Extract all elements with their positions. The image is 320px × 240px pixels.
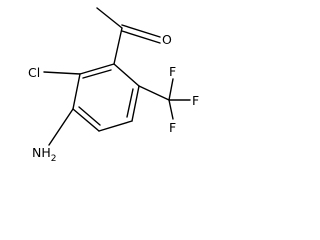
cf3-bond-ring xyxy=(138,85,170,101)
oxygen-label: O xyxy=(162,32,172,47)
amino-label-subscript: 2 xyxy=(51,154,57,164)
ring-bond-3-inner xyxy=(78,106,101,126)
fluorine-top-label: F xyxy=(169,64,176,79)
amino-label-main: NH xyxy=(32,145,51,160)
amino-label: NH2 xyxy=(32,145,56,164)
cf3-bond-f-bottom xyxy=(168,99,174,120)
ring-bond-5-inner xyxy=(126,88,134,118)
ring-bond-5 xyxy=(131,85,140,122)
ring-bond-6 xyxy=(113,63,140,87)
chloro-bond xyxy=(43,71,81,75)
cf3-bond-f-top xyxy=(168,78,174,101)
ring-bond-1 xyxy=(79,63,115,75)
acetyl-bond-methyl xyxy=(96,7,123,29)
ring-bond-3 xyxy=(72,108,100,132)
ring-bond-2 xyxy=(72,73,81,110)
carbonyl-double-bond-b xyxy=(121,30,161,44)
molecule-structure: O Cl NH2 F F F xyxy=(28,7,199,164)
carbonyl-double-bond-a xyxy=(121,24,161,38)
fluorine-bottom-label: F xyxy=(169,120,176,135)
amino-bond xyxy=(48,108,74,146)
ring-bond-1-inner xyxy=(82,69,112,79)
chloro-label: Cl xyxy=(28,65,40,80)
fluorine-right-label: F xyxy=(192,93,199,108)
acetyl-bond-ring xyxy=(113,27,123,65)
ring-bond-4 xyxy=(98,120,133,132)
